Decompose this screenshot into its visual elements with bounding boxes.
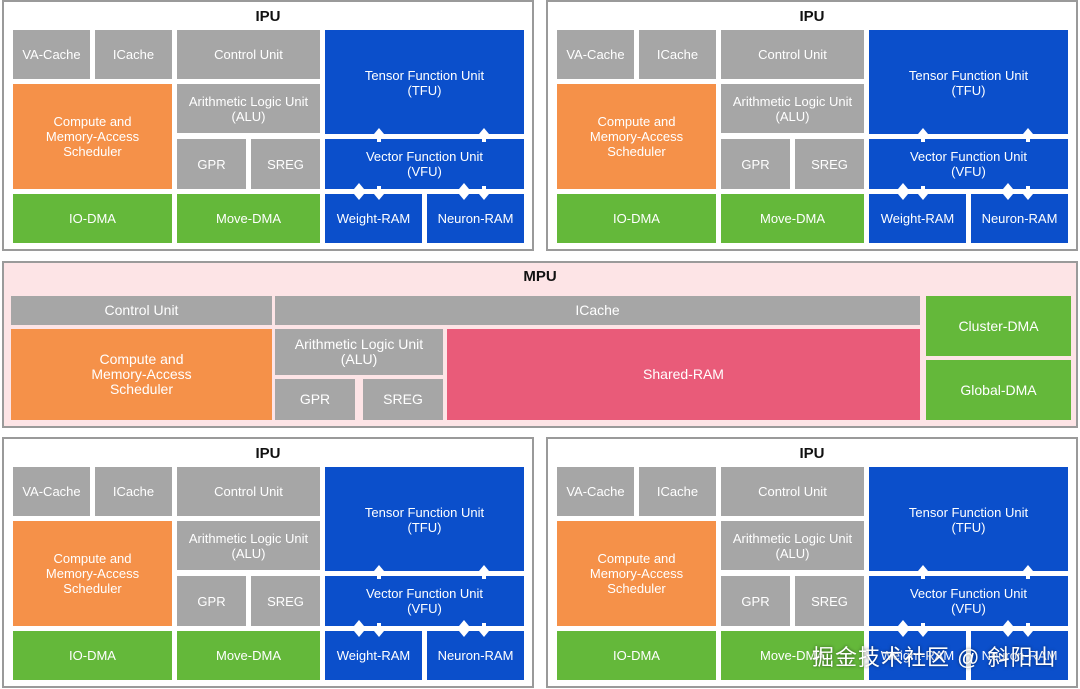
weight-ram-block: Weight-RAM [869, 631, 966, 680]
sreg-block: SREG [251, 139, 320, 189]
cluster-dma-block: Cluster-DMA [926, 296, 1071, 356]
arrow-down-icon [918, 186, 928, 200]
sreg-block: SREG [251, 576, 320, 626]
io-dma-block: IO-DMA [557, 631, 716, 680]
weight-ram-block: Weight-RAM [325, 631, 422, 680]
io-dma-block: IO-DMA [557, 194, 716, 243]
gpr-block: GPR [177, 576, 246, 626]
icache-block: ICache [639, 30, 716, 79]
vfu-block: Vector Function Unit (VFU) [869, 576, 1068, 626]
arrow-up-icon [374, 128, 384, 142]
control-unit-block: Control Unit [177, 30, 320, 79]
neuron-ram-block: Neuron-RAM [971, 631, 1068, 680]
move-dma-block: Move-DMA [177, 194, 320, 243]
ipu-panel-bottom-right: IPU VA-Cache ICache Control Unit Tensor … [546, 437, 1078, 688]
ipu-panel-bottom-left: IPU VA-Cache ICache Control Unit Tensor … [2, 437, 534, 688]
watermark-text: 掘金技术社区 @ 斜阳山 [812, 645, 1057, 670]
ipu-panel-top-left: IPU VA-Cache ICache Control Unit Tensor … [2, 0, 534, 251]
arrow-bidirectional-icon [459, 620, 469, 637]
control-unit-block: Control Unit [721, 467, 864, 516]
alu-block: Arithmetic Logic Unit (ALU) [721, 521, 864, 570]
arrow-bidirectional-icon [354, 620, 364, 637]
control-unit-block: Control Unit [177, 467, 320, 516]
ipu-title: IPU [255, 8, 281, 25]
sreg-block: SREG [795, 139, 864, 189]
scheduler-block: Compute and Memory-Access Scheduler [13, 521, 172, 626]
gpr-block: GPR [177, 139, 246, 189]
neuron-ram-block: Neuron-RAM [427, 631, 524, 680]
ipu-title: IPU [255, 445, 281, 462]
vfu-block: Vector Function Unit (VFU) [325, 139, 524, 189]
mpu-control-unit-block: Control Unit [11, 296, 272, 325]
io-dma-block: IO-DMA [13, 631, 172, 680]
tfu-block: Tensor Function Unit (TFU) [869, 467, 1068, 571]
alu-block: Arithmetic Logic Unit (ALU) [177, 521, 320, 570]
tfu-block: Tensor Function Unit (TFU) [325, 30, 524, 134]
arrow-down-icon [374, 186, 384, 200]
arrow-down-icon [1023, 186, 1033, 200]
arrow-down-icon [1023, 623, 1033, 637]
neuron-ram-block: Neuron-RAM [427, 194, 524, 243]
ipu-panel-top-right: IPU VA-Cache ICache Control Unit Tensor … [546, 0, 1078, 251]
global-dma-block: Global-DMA [926, 360, 1071, 420]
tfu-block: Tensor Function Unit (TFU) [869, 30, 1068, 134]
va-cache-block: VA-Cache [13, 467, 90, 516]
ipu-title: IPU [799, 445, 825, 462]
arrow-bidirectional-icon [898, 183, 908, 200]
alu-block: Arithmetic Logic Unit (ALU) [721, 84, 864, 133]
mpu-title: MPU [523, 268, 557, 285]
icache-block: ICache [639, 467, 716, 516]
gpr-block: GPR [721, 576, 790, 626]
mpu-alu-block: Arithmetic Logic Unit (ALU) [275, 329, 443, 375]
arrow-up-icon [479, 565, 489, 579]
neuron-ram-block: Neuron-RAM [971, 194, 1068, 243]
mpu-gpr-block: GPR [275, 379, 355, 420]
arrow-up-icon [374, 565, 384, 579]
arrow-down-icon [374, 623, 384, 637]
control-unit-block: Control Unit [721, 30, 864, 79]
arrow-up-icon [479, 128, 489, 142]
arrow-bidirectional-icon [354, 183, 364, 200]
scheduler-block: Compute and Memory-Access Scheduler [13, 84, 172, 189]
vfu-block: Vector Function Unit (VFU) [869, 139, 1068, 189]
weight-ram-block: Weight-RAM [869, 194, 966, 243]
mpu-panel: MPU Control Unit ICache Cluster-DMA Comp… [2, 261, 1078, 428]
scheduler-block: Compute and Memory-Access Scheduler [557, 521, 716, 626]
arrow-down-icon [479, 623, 489, 637]
va-cache-block: VA-Cache [557, 467, 634, 516]
move-dma-block: Move-DMA [721, 194, 864, 243]
arrow-down-icon [479, 186, 489, 200]
mpu-scheduler-block: Compute and Memory-Access Scheduler [11, 329, 272, 420]
tfu-block: Tensor Function Unit (TFU) [325, 467, 524, 571]
mpu-icache-block: ICache [275, 296, 920, 325]
alu-block: Arithmetic Logic Unit (ALU) [177, 84, 320, 133]
arrow-up-icon [1023, 565, 1033, 579]
mpu-sreg-block: SREG [363, 379, 443, 420]
shared-ram-block: Shared-RAM [447, 329, 920, 420]
arrow-up-icon [1023, 128, 1033, 142]
icache-block: ICache [95, 30, 172, 79]
io-dma-block: IO-DMA [13, 194, 172, 243]
weight-ram-block: Weight-RAM [325, 194, 422, 243]
sreg-block: SREG [795, 576, 864, 626]
arrow-up-icon [918, 128, 928, 142]
arrow-bidirectional-icon [1003, 183, 1013, 200]
arrow-bidirectional-icon [898, 620, 908, 637]
vfu-block: Vector Function Unit (VFU) [325, 576, 524, 626]
arrow-up-icon [918, 565, 928, 579]
gpr-block: GPR [721, 139, 790, 189]
icache-block: ICache [95, 467, 172, 516]
va-cache-block: VA-Cache [13, 30, 90, 79]
arrow-bidirectional-icon [459, 183, 469, 200]
ipu-title: IPU [799, 8, 825, 25]
move-dma-block: Move-DMA [721, 631, 864, 680]
arrow-down-icon [918, 623, 928, 637]
va-cache-block: VA-Cache [557, 30, 634, 79]
scheduler-block: Compute and Memory-Access Scheduler [557, 84, 716, 189]
move-dma-block: Move-DMA [177, 631, 320, 680]
arrow-bidirectional-icon [1003, 620, 1013, 637]
